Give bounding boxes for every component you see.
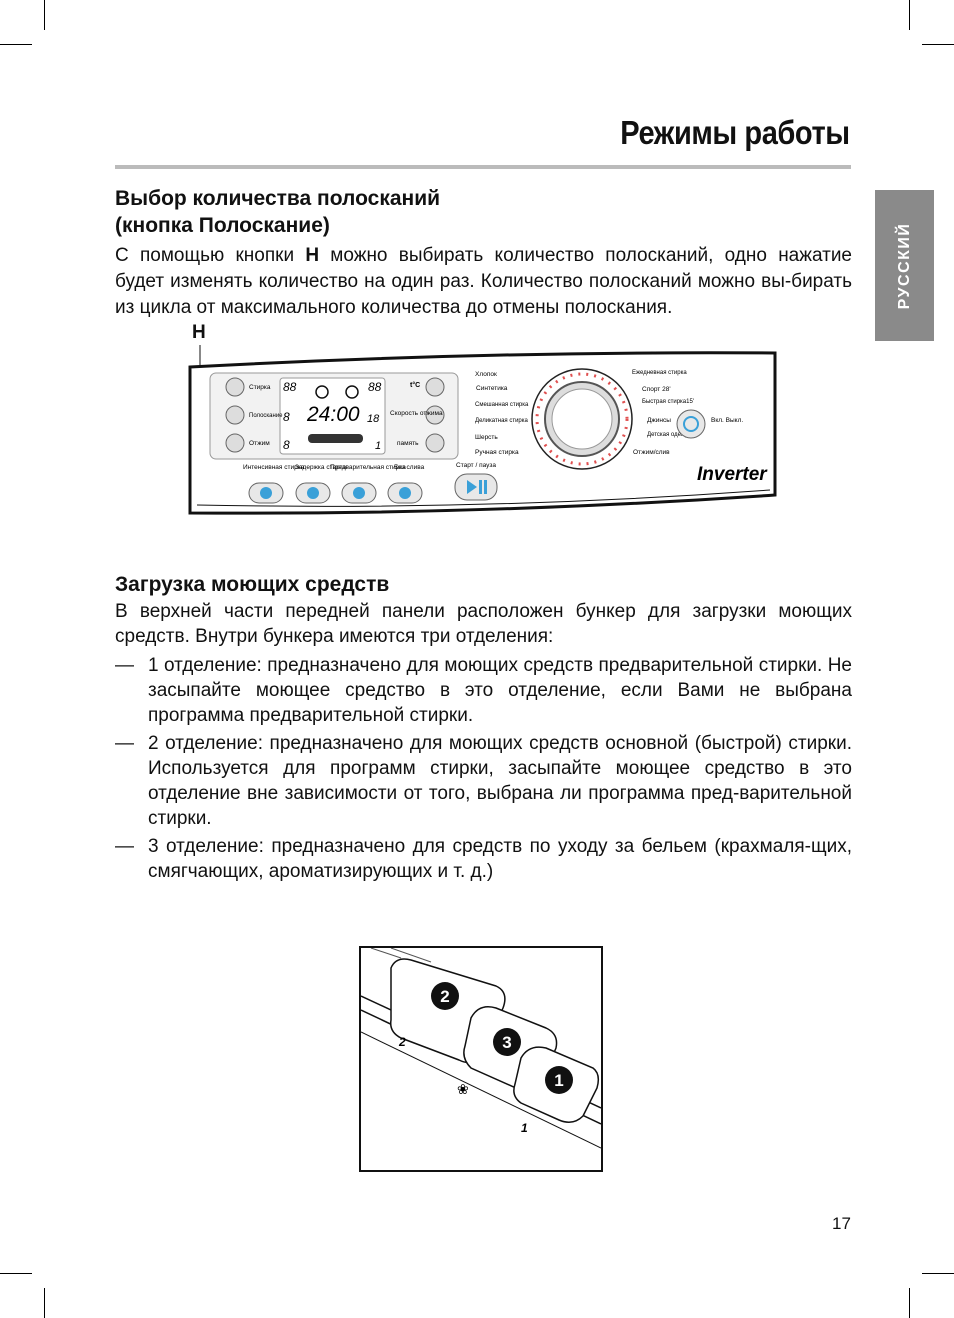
right-button-label: t°C xyxy=(410,381,420,389)
callout-label-h: H xyxy=(192,322,206,343)
delay-icon xyxy=(307,487,319,499)
crop-mark xyxy=(44,0,45,30)
compartment-number: 3 xyxy=(502,1033,511,1052)
crop-mark xyxy=(922,44,954,45)
display-digit: 18 xyxy=(367,413,380,425)
crop-mark xyxy=(922,1273,954,1274)
section2-intro: В верхней части передней панели располож… xyxy=(115,601,852,647)
crop-mark xyxy=(44,1288,45,1318)
left-buttons: Стирка Полоскание Отжим xyxy=(225,377,283,453)
right-button-label: память xyxy=(397,440,419,447)
edge-mark: 2 xyxy=(398,1035,406,1049)
crop-mark xyxy=(0,44,32,45)
display-time: 24:00 xyxy=(306,403,360,426)
compartment-badge xyxy=(545,1066,573,1094)
compartment-number: 2 xyxy=(440,987,449,1006)
section1-paragraph: С помощью кнопки H можно выбирать количе… xyxy=(115,245,852,318)
list-item: —3 отделение: предназначено для средств … xyxy=(115,836,852,882)
bottom-button-label: Без слива xyxy=(394,464,425,471)
left-button-label: Стирка xyxy=(249,384,271,391)
spin-speed-button xyxy=(425,405,445,425)
right-button-label: Скорость отжима xyxy=(390,410,443,417)
section2-heading: Загрузка моющих средств xyxy=(115,573,390,596)
title-rule xyxy=(115,165,851,169)
program-label: Детская одежда xyxy=(647,432,692,438)
program-label: Быстрая стирка15' xyxy=(642,399,694,405)
intensive-icon xyxy=(260,487,272,499)
left-button-label: Полоскание xyxy=(249,413,283,419)
play-pause-icon xyxy=(467,480,477,494)
display-digit: 1 xyxy=(375,440,381,452)
prewash-icon xyxy=(353,487,365,499)
display-digit: 88 xyxy=(283,380,297,394)
compartment-badge xyxy=(493,1028,521,1056)
crop-mark xyxy=(0,1273,32,1274)
program-label: Хлопок xyxy=(475,371,497,378)
wash-button xyxy=(225,377,245,397)
display-digit: 8 xyxy=(283,438,290,452)
list-item: —1 отделение: предназначено для моющих с… xyxy=(115,655,852,726)
button-h-ref: H xyxy=(305,245,320,266)
program-label: Смешанная стирка xyxy=(475,402,529,408)
clock-icon xyxy=(315,385,329,399)
temperature-button xyxy=(425,377,445,397)
bottom-button-label: Предварительная стирка xyxy=(330,464,406,471)
bottom-button-label: Интенсивная стирка xyxy=(243,464,305,471)
program-label: Джинсы xyxy=(647,417,671,424)
rinse-button xyxy=(225,405,245,425)
display-digit: 88 xyxy=(368,380,382,394)
no-drain-icon xyxy=(399,487,411,499)
compartment-badge xyxy=(431,982,459,1010)
program-label: Отжим/слив xyxy=(633,449,670,456)
program-label: Ручная стирка xyxy=(475,449,519,456)
program-dial-dots xyxy=(535,372,629,466)
start-pause-label: Старт / пауза xyxy=(456,462,496,469)
program-label: Спорт 28' xyxy=(642,386,671,393)
flower-icon: ❀ xyxy=(457,1081,469,1097)
bottom-button-label: Задержка старта xyxy=(295,464,346,471)
lock-indicator xyxy=(308,434,363,443)
control-panel-figure: Стирка Полоскание Отжим 88 8 8 24:00 88 … xyxy=(188,345,777,515)
clock-icon xyxy=(345,385,359,399)
program-dial-ring xyxy=(531,368,633,470)
program-label: Синтетика xyxy=(476,385,508,392)
power-icon xyxy=(683,416,699,432)
brand-logo: Inverter xyxy=(697,464,768,485)
program-label: Ежедневная стирка xyxy=(632,370,687,376)
spin-button xyxy=(225,433,245,453)
list-item: —2 отделение: предназначено для моющих с… xyxy=(115,733,852,829)
compartment-number: 1 xyxy=(554,1071,563,1090)
section1-heading-line1: Выбор количества полосканий xyxy=(115,187,441,210)
compartment-list: —1 отделение: предназначено для моющих с… xyxy=(115,653,852,887)
section1-heading-line2: (кнопка Полоскание) xyxy=(115,214,330,237)
language-label: РУССКИЙ xyxy=(895,222,913,309)
language-tab: РУССКИЙ xyxy=(875,190,934,341)
power-button xyxy=(676,409,706,439)
page-title: Режимы работы xyxy=(620,114,851,151)
program-label: Шерсть xyxy=(475,434,498,441)
section1-heading: Выбор количества полосканий (кнопка Поло… xyxy=(115,185,440,239)
page-number: 17 xyxy=(832,1214,851,1233)
detergent-drawer-figure: 2 3 1 2 1 ❀ xyxy=(359,946,603,1172)
power-label: Вкл. Выкл. xyxy=(711,417,743,424)
left-button-label: Отжим xyxy=(249,440,270,447)
display-digit: 8 xyxy=(283,410,290,424)
edge-mark: 1 xyxy=(521,1121,528,1135)
memory-button xyxy=(425,433,445,453)
crop-mark xyxy=(909,1288,910,1318)
program-label: Деликатная стирка xyxy=(475,418,529,424)
crop-mark xyxy=(909,0,910,30)
